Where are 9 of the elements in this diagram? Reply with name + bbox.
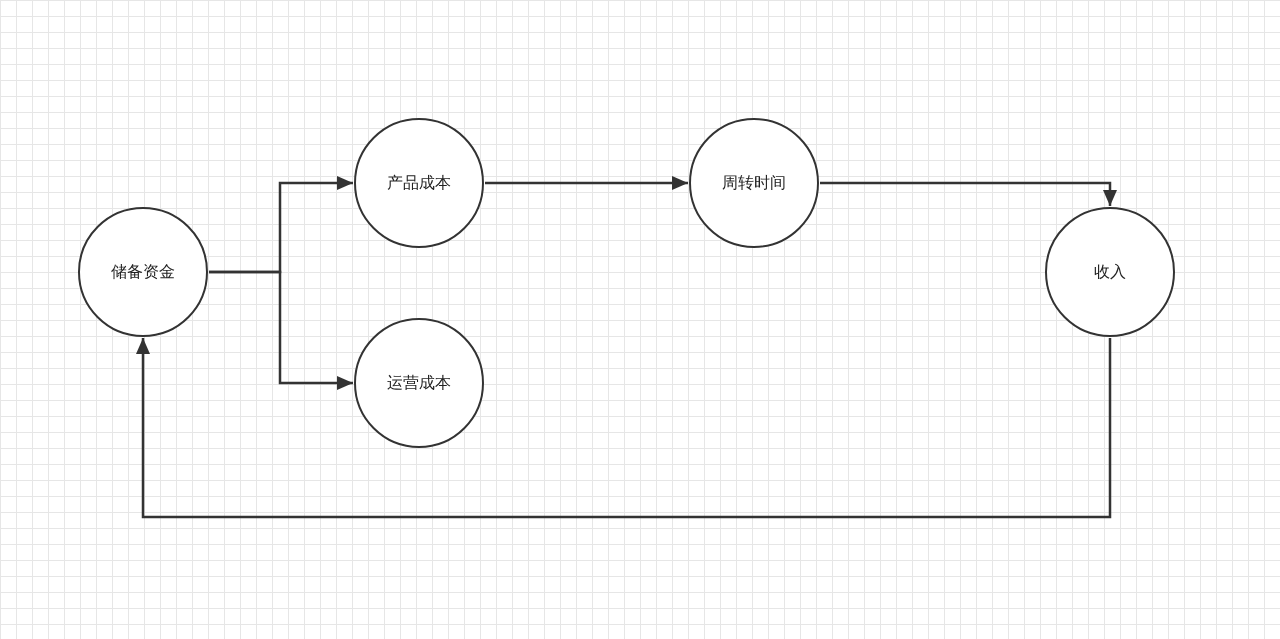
circle-node: 储备资金 <box>78 207 208 337</box>
circle-node: 运营成本 <box>354 318 484 448</box>
circle-node: 周转时间 <box>689 118 819 248</box>
arrow <box>820 181 1117 206</box>
circle-node: 收入 <box>1045 207 1175 337</box>
circle-node: 产品成本 <box>354 118 484 248</box>
arrow <box>209 270 353 390</box>
arrow <box>136 338 1112 519</box>
arrow <box>485 176 688 190</box>
